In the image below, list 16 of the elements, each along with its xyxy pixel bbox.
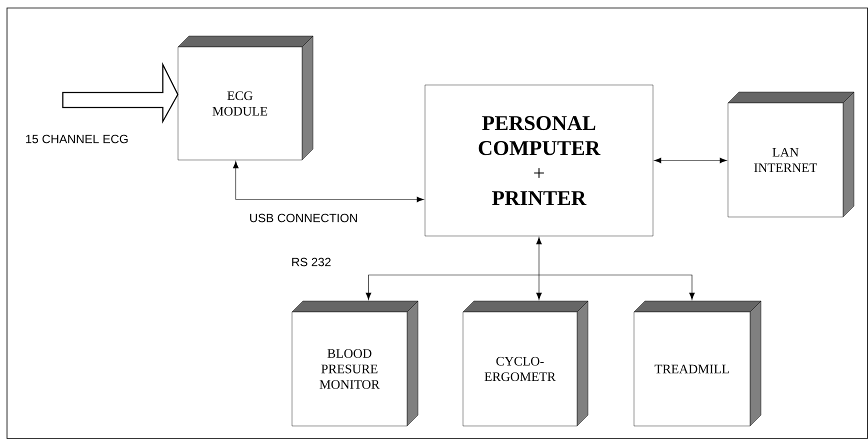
block-box: BLOOD PRESURE MONITOR	[292, 300, 418, 426]
connector-arrow	[536, 237, 542, 276]
computer-box: PERSONAL COMPUTER + PRINTER	[424, 84, 654, 236]
connector-arrow	[536, 274, 542, 300]
connector-arrow	[366, 274, 540, 300]
block-box: CYCLO- ERGOMETR	[462, 300, 588, 426]
block-box: LAN INTERNET	[728, 92, 854, 218]
input-label: 15 CHANNEL ECG	[26, 134, 128, 144]
edge-label: USB CONNECTION	[250, 214, 357, 222]
block-arrow	[62, 62, 178, 124]
block-box: TREADMILL	[634, 300, 762, 426]
connector-arrow	[233, 161, 424, 202]
edge-label: RS 232	[292, 258, 331, 266]
connector-arrow	[654, 158, 727, 164]
block-box: ECG MODULE	[178, 36, 314, 160]
connector-arrow	[538, 274, 695, 300]
